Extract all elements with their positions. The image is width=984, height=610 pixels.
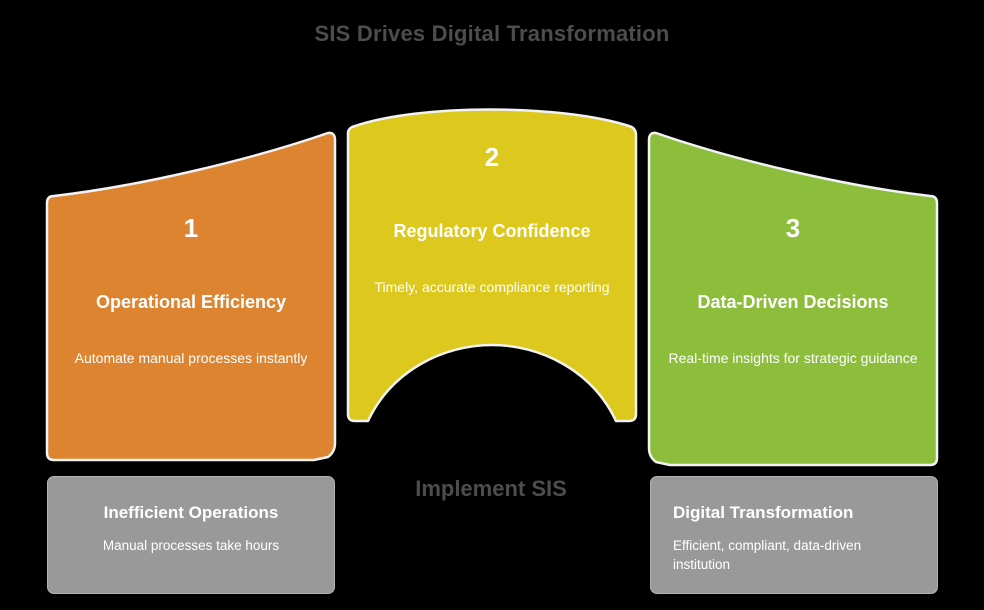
page-title: SIS Drives Digital Transformation bbox=[314, 21, 670, 46]
panel-shape-1[interactable] bbox=[45, 131, 337, 462]
outcome-before-title: Inefficient Operations bbox=[103, 503, 279, 522]
outcome-after-description: Efficient, compliant, data-driven instit… bbox=[673, 538, 862, 572]
panel-shape-3[interactable] bbox=[647, 131, 939, 467]
panel-shape-2[interactable] bbox=[346, 108, 638, 423]
outcome-box-before[interactable]: Inefficient Operations Manual processes … bbox=[47, 476, 335, 594]
outcome-after-title: Digital Transformation bbox=[673, 503, 854, 522]
outcome-before-description: Manual processes take hours bbox=[102, 538, 280, 553]
center-process-label: Implement SIS bbox=[415, 476, 567, 501]
outcome-box-after[interactable]: Digital Transformation Efficient, compli… bbox=[650, 476, 938, 594]
